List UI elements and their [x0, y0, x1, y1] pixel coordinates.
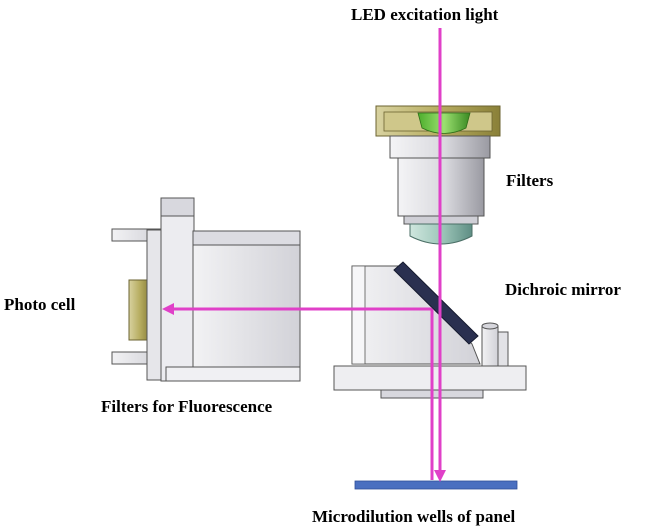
- housing-base-strip: [165, 366, 301, 382]
- light-paths: [162, 28, 446, 482]
- mirror-post-cap: [481, 322, 499, 330]
- led-excitation-light-label: LED excitation light: [351, 5, 499, 24]
- fluorescence-filters-label: Filters for Fluorescence: [101, 397, 273, 416]
- microdilution-wells-label: Microdilution wells of panel: [312, 507, 516, 526]
- photo-cell-housing: [111, 197, 301, 382]
- housing-flange: [160, 215, 195, 382]
- dichroic-mirror-label: Dichroic mirror: [505, 280, 621, 299]
- dichroic-block-side: [351, 265, 366, 365]
- dichroic-block: [333, 261, 527, 399]
- emission-beam-arrowhead: [162, 303, 174, 315]
- excitation-filter-assembly: [375, 105, 501, 245]
- photo-cell-label: Photo cell: [4, 295, 76, 314]
- dichroic-mirror-plate: [393, 261, 479, 345]
- microdilution-well-plate: [354, 480, 518, 490]
- green-filter-element: [417, 112, 471, 134]
- housing-top-rim: [192, 230, 301, 246]
- housing-main-body: [192, 230, 301, 368]
- filters-label: Filters: [506, 171, 554, 190]
- mirror-post-side: [497, 331, 509, 367]
- dichroic-base-plate: [333, 365, 527, 391]
- excitation-beam-arrowhead: [434, 470, 446, 482]
- mirror-post: [481, 325, 499, 367]
